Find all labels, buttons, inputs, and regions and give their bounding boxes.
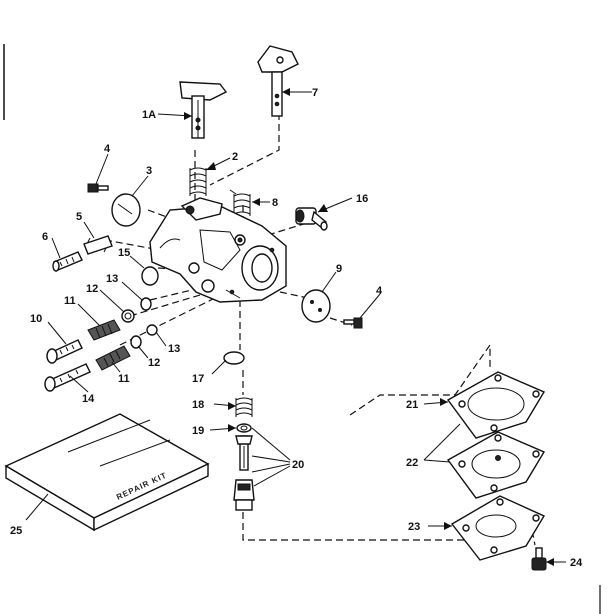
callout-18: 18 [192, 399, 204, 411]
part-diaphragm-22 [446, 431, 546, 499]
part-fuel-fitting-16 [295, 207, 328, 231]
part-oring-12-upper [121, 309, 135, 323]
part-spring-5 [83, 235, 113, 255]
part-washer-17 [223, 351, 245, 365]
callout-7: 7 [312, 87, 318, 99]
part-screw-4-right [343, 317, 363, 329]
callout-21: 21 [406, 399, 418, 411]
callout-2: 2 [232, 151, 238, 163]
callout-11-upper: 11 [64, 295, 76, 307]
part-throttle-shaft-1a [179, 81, 228, 139]
callout-5: 5 [76, 211, 82, 223]
callout-13-upper: 13 [106, 273, 118, 285]
callout-8: 8 [272, 197, 278, 209]
part-needle-10 [46, 339, 83, 364]
part-choke-shaft-7 [257, 45, 299, 117]
part-throttle-plate-9 [301, 289, 331, 323]
part-screw-6 [52, 251, 83, 272]
part-washer-13-upper [140, 297, 152, 311]
part-washer-13-lower [146, 324, 158, 336]
part-screw-24 [531, 547, 547, 571]
callout-19: 19 [192, 425, 204, 437]
callout-22: 22 [406, 457, 418, 469]
callout-16: 16 [356, 193, 368, 205]
callout-25: 25 [10, 525, 22, 537]
part-spring-11-upper [87, 319, 121, 341]
part-needle-14 [44, 363, 91, 392]
callout-11-lower: 11 [118, 373, 130, 385]
callout-20: 20 [292, 459, 304, 471]
part-screw-4-top [87, 183, 109, 193]
part-repair-kit-25: REPAIR KIT [4, 413, 210, 532]
part-spring-18 [235, 397, 253, 417]
part-cover-23 [450, 495, 546, 561]
callout-12-lower: 12 [148, 357, 160, 369]
callout-10: 10 [30, 313, 42, 325]
callout-9: 9 [336, 263, 342, 275]
callout-labels: 1A 2 3 4 5 6 7 8 16 9 4 15 13 12 11 10 1… [10, 87, 583, 569]
part-carburetor-body [149, 197, 287, 303]
callout-3: 3 [146, 165, 152, 177]
part-welch-plug-15 [141, 266, 159, 286]
part-oring-12-lower [130, 335, 142, 349]
callout-24: 24 [570, 557, 583, 569]
callout-23: 23 [408, 521, 420, 533]
part-washer-19 [236, 423, 252, 433]
leader-arrowheads [184, 88, 554, 566]
leader-lines [25, 91, 566, 563]
callout-12-upper: 12 [86, 283, 98, 295]
callout-6: 6 [42, 231, 48, 243]
part-bowl-nut-20 [233, 479, 255, 511]
callout-17: 17 [192, 373, 204, 385]
part-gasket-21 [446, 371, 546, 439]
part-nozzle-20 [235, 435, 253, 471]
callout-4-top: 4 [104, 143, 111, 155]
callout-1a: 1A [142, 109, 156, 121]
callout-4-right: 4 [376, 285, 383, 297]
part-spring-11-lower [95, 345, 131, 371]
part-choke-plate-3 [111, 193, 141, 227]
callout-13-lower: 13 [168, 343, 180, 355]
callout-15: 15 [118, 247, 130, 259]
part-spring-2 [189, 167, 207, 196]
callout-14: 14 [82, 393, 95, 405]
